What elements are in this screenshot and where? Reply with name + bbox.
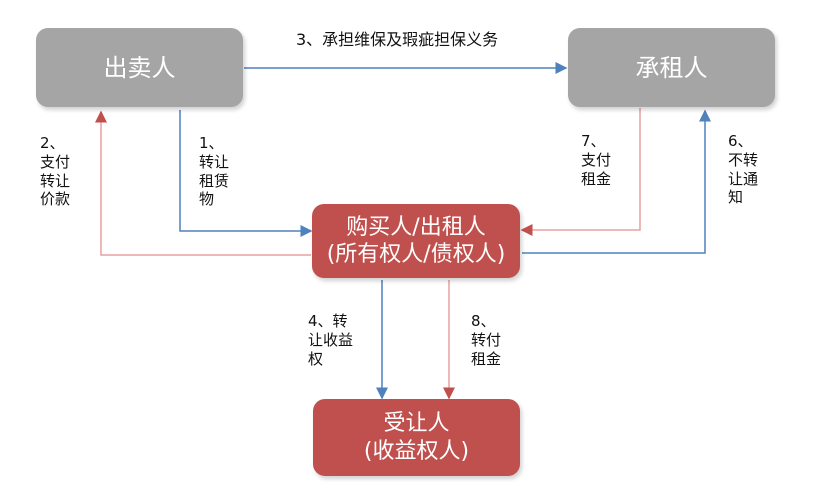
assignee-node: 受让人 (收益权人) <box>313 399 520 476</box>
seller-node: 出卖人 <box>36 28 243 107</box>
edge-label-6: 6、 不转 让通 知 <box>728 132 759 207</box>
arrow-7 <box>520 108 641 236</box>
arrow-6 <box>522 109 711 254</box>
assignee-label-line2: (收益权人) <box>363 438 470 464</box>
lessee-label: 承租人 <box>635 53 708 82</box>
edge-label-1: 1、 转让 租赁 物 <box>199 134 230 209</box>
edge-label-4: 4、转 让收益 权 <box>308 312 354 368</box>
buyer-label-line2: (所有权人/债权人) <box>326 242 506 267</box>
buyer-label-line1: 购买人/出租人 <box>346 214 486 240</box>
edge-label-3: 3、承担维保及瑕疵担保义务 <box>296 30 499 49</box>
seller-label: 出卖人 <box>103 53 176 82</box>
edge-label-8: 8、 转付 租金 <box>471 312 502 368</box>
buyer-node: 购买人/出租人 (所有权人/债权人) <box>312 204 520 278</box>
arrow-2 <box>95 110 311 256</box>
lessee-node: 承租人 <box>568 28 775 107</box>
arrow-1 <box>179 110 313 237</box>
assignee-label-line1: 受让人 <box>383 411 450 436</box>
edge-label-7: 7、 支付 租金 <box>581 132 612 188</box>
edge-label-2: 2、 支付 转让 价款 <box>40 134 71 209</box>
